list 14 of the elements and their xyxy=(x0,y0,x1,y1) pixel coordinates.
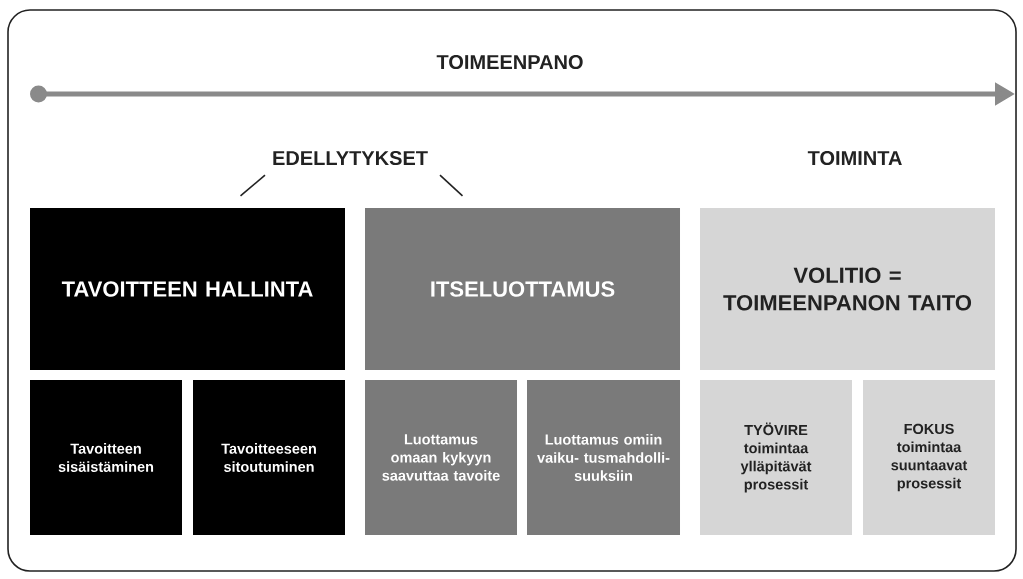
subfactor-box: FOKUS toimintaa suuntaavat prosessit xyxy=(863,380,995,535)
group-heading: TOIMINTA xyxy=(807,150,902,166)
confidence-box: ITSELUOTTAMUS xyxy=(365,208,680,370)
subfactor-box: TYÖVIRE toimintaa ylläpitävät prosessit xyxy=(700,380,852,535)
volition-box: VOLITIO = TOIMEENPANON TAITO xyxy=(700,208,995,370)
connector-line xyxy=(439,174,464,197)
subfactor-box: Tavoitteen sisäistäminen xyxy=(30,380,182,535)
subfactor-box: Luottamus omaan kykyyn saavuttaa tavoite xyxy=(365,380,517,535)
subfactor-box: Tavoitteeseen sitoutuminen xyxy=(193,380,345,535)
goal-box: TAVOITTEEN HALLINTA xyxy=(30,208,345,370)
axis-label: TOIMEENPANO xyxy=(436,54,583,70)
group-heading: EDELLYTYKSET xyxy=(273,150,428,166)
subfactor-box: Luottamus omiin vaiku- tusmahdolli- suuksiin xyxy=(527,380,680,535)
connector-line xyxy=(239,174,266,197)
